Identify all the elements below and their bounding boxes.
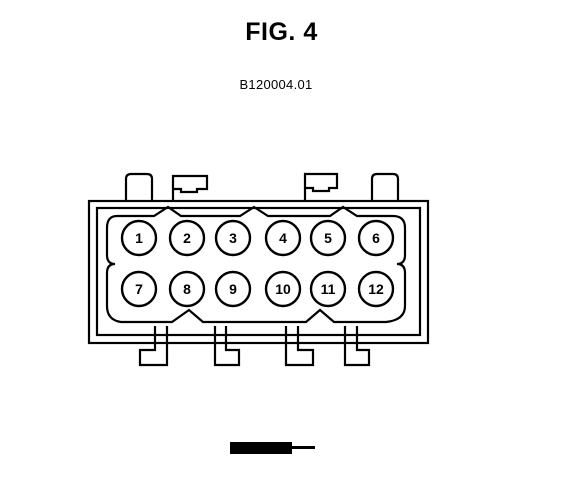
pin-1: 1	[120, 219, 158, 257]
pin-circle	[264, 270, 302, 308]
pin-circle	[168, 219, 206, 257]
pin-12: 12	[357, 270, 395, 308]
pin-label: 12	[368, 281, 384, 297]
top-tab-left	[124, 172, 154, 201]
pin-label: 3	[229, 230, 237, 246]
pin-10: 10	[264, 270, 302, 308]
top-tab-center-left	[171, 174, 209, 201]
pin-3: 3	[214, 219, 252, 257]
pin-label: 1	[135, 230, 143, 246]
bottom-pin-2	[213, 326, 241, 367]
figure-code: B120004.01	[239, 77, 313, 92]
pin-label: 8	[183, 281, 191, 297]
pin-11: 11	[309, 270, 347, 308]
pin-7: 7	[120, 270, 158, 308]
pin-circle	[309, 219, 347, 257]
pin-circle	[214, 219, 252, 257]
top-tab-right	[370, 172, 400, 201]
pin-circle	[168, 270, 206, 308]
pin-label: 9	[229, 281, 237, 297]
pin-cavity	[105, 205, 407, 324]
bottom-pin-4	[343, 326, 371, 367]
figure-title: FIG. 4	[245, 18, 318, 46]
pin-label: 4	[279, 230, 287, 246]
pin-4: 4	[264, 219, 302, 257]
scale-bar-thin	[292, 446, 315, 449]
top-tab-center-right	[303, 172, 339, 201]
pin-circle	[264, 219, 302, 257]
pin-9: 9	[214, 270, 252, 308]
pin-label: 7	[135, 281, 143, 297]
pin-2: 2	[168, 219, 206, 257]
pin-5: 5	[309, 219, 347, 257]
pin-circle	[309, 270, 347, 308]
bottom-pin-3	[284, 326, 315, 367]
pin-circle	[120, 219, 158, 257]
pin-label: 5	[324, 230, 332, 246]
pin-6: 6	[357, 219, 395, 257]
pin-label: 11	[321, 281, 336, 297]
pin-circle	[214, 270, 252, 308]
bottom-pin-1	[138, 326, 169, 367]
pin-circle	[120, 270, 158, 308]
pin-circle	[357, 270, 395, 308]
housing-outer	[87, 199, 430, 345]
pin-circle	[357, 219, 395, 257]
scale-bar-thick	[230, 442, 292, 454]
pin-label: 10	[275, 281, 291, 297]
pin-label: 6	[372, 230, 380, 246]
housing-inner	[95, 206, 422, 337]
scale-bar	[230, 442, 315, 454]
pin-8: 8	[168, 270, 206, 308]
connector-housing	[87, 172, 430, 367]
pin-label: 2	[183, 230, 191, 246]
